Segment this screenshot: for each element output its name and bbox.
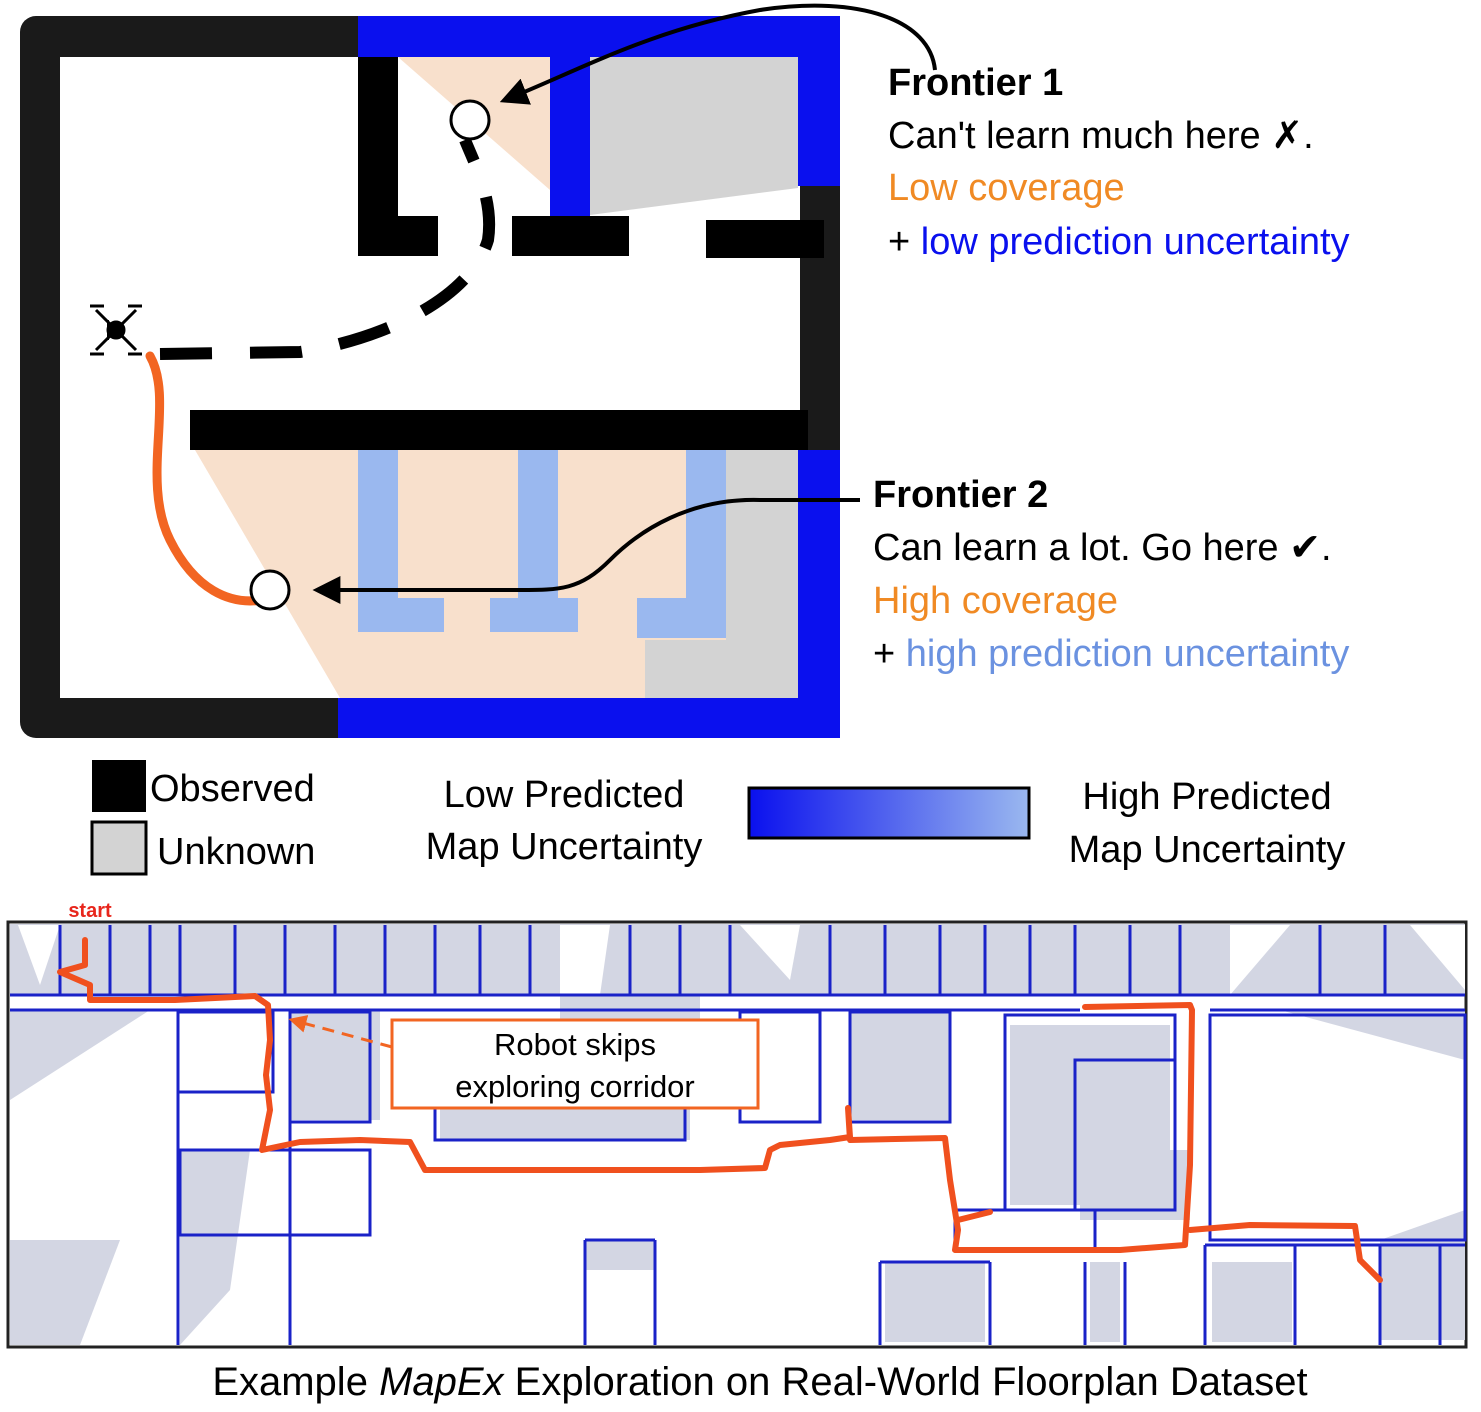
frontier-2-line1: Can learn a lot. Go here ✔. bbox=[873, 527, 1332, 569]
callout-line2: exploring corridor bbox=[455, 1069, 695, 1104]
frontier-1-line3: + low prediction uncertainty bbox=[888, 221, 1350, 263]
start-label: start bbox=[68, 900, 112, 922]
callout-box bbox=[390, 1018, 760, 1110]
frontier-2-annotation: Frontier 2 Can learn a lot. Go here ✔. H… bbox=[873, 474, 1349, 675]
observed-wall-d bbox=[706, 220, 824, 258]
frontier-2-line2: High coverage bbox=[873, 580, 1118, 622]
arrow-to-frontier-2 bbox=[312, 497, 860, 604]
legend-low-line1: Low Predicted bbox=[444, 774, 685, 816]
frontier-1-line3-prefix: + bbox=[888, 221, 921, 263]
schematic-map bbox=[20, 3, 937, 738]
frontier-1-title: Frontier 1 bbox=[888, 62, 1063, 104]
legend-high-line1: High Predicted bbox=[1082, 776, 1331, 818]
robot-trajectory bbox=[57, 937, 1383, 1283]
callout-arrow bbox=[288, 1015, 393, 1049]
legend-observed-label: Observed bbox=[150, 768, 315, 810]
caption-pre: Example bbox=[212, 1360, 379, 1404]
caption-post: Exploration on Real-World Floorplan Data… bbox=[504, 1360, 1308, 1404]
low-uncertainty-wall-right-lower bbox=[798, 450, 840, 738]
planned-path-dashed bbox=[159, 137, 496, 360]
low-uncertainty-wall-top bbox=[358, 16, 840, 57]
legend: Observed Unknown Low Predicted Map Uncer… bbox=[90, 760, 1346, 876]
uncertainty-gradient-bar bbox=[747, 786, 1031, 840]
frontier-1-line3-text: low prediction uncertainty bbox=[921, 221, 1350, 263]
figure-caption: Example MapEx Exploration on Real-World … bbox=[212, 1360, 1307, 1404]
observed-wall-b bbox=[358, 216, 438, 256]
callout-line1: Robot skips bbox=[494, 1027, 656, 1062]
unknown-region-2 bbox=[645, 450, 798, 698]
frontier-1-annotation: Frontier 1 Can't learn much here ✗. Low … bbox=[888, 62, 1350, 263]
high-uncertainty-walls bbox=[358, 450, 726, 638]
floorplan-open-regions bbox=[18, 925, 1465, 995]
floorplan-map: Robot skips exploring corridor start bbox=[6, 900, 1468, 1349]
frontier-2-title: Frontier 2 bbox=[873, 474, 1048, 516]
legend-unknown-swatch bbox=[90, 820, 148, 876]
low-uncertainty-wall-inner bbox=[550, 57, 590, 217]
frontier-2-line3: + high prediction uncertainty bbox=[873, 633, 1349, 675]
legend-observed-swatch bbox=[92, 760, 146, 812]
legend-low-line2: Map Uncertainty bbox=[426, 826, 703, 868]
frontier-1-line2: Low coverage bbox=[888, 167, 1125, 209]
legend-high-line2: Map Uncertainty bbox=[1069, 829, 1346, 871]
unknown-region-1b bbox=[590, 188, 798, 215]
legend-unknown-label: Unknown bbox=[157, 831, 315, 873]
low-uncertainty-wall-right bbox=[798, 16, 840, 186]
frontier-2-marker bbox=[249, 569, 291, 611]
observed-wall-c bbox=[512, 216, 629, 256]
arrow-to-frontier-1 bbox=[499, 3, 937, 105]
frontier-2-line3-text: high prediction uncertainty bbox=[906, 633, 1350, 675]
low-uncertainty-wall-bottom bbox=[338, 698, 840, 738]
caption-emph: MapEx bbox=[379, 1360, 505, 1404]
unknown-region-1 bbox=[590, 57, 798, 215]
traversed-path bbox=[145, 351, 267, 606]
frontier-1-line1: Can't learn much here ✗. bbox=[888, 115, 1314, 157]
floorplan-walls bbox=[10, 925, 1467, 1345]
drone-icon bbox=[90, 304, 142, 356]
observed-wall-long bbox=[190, 410, 808, 450]
frontier-2-line3-prefix: + bbox=[873, 633, 906, 675]
frontier-1-marker bbox=[449, 99, 491, 141]
